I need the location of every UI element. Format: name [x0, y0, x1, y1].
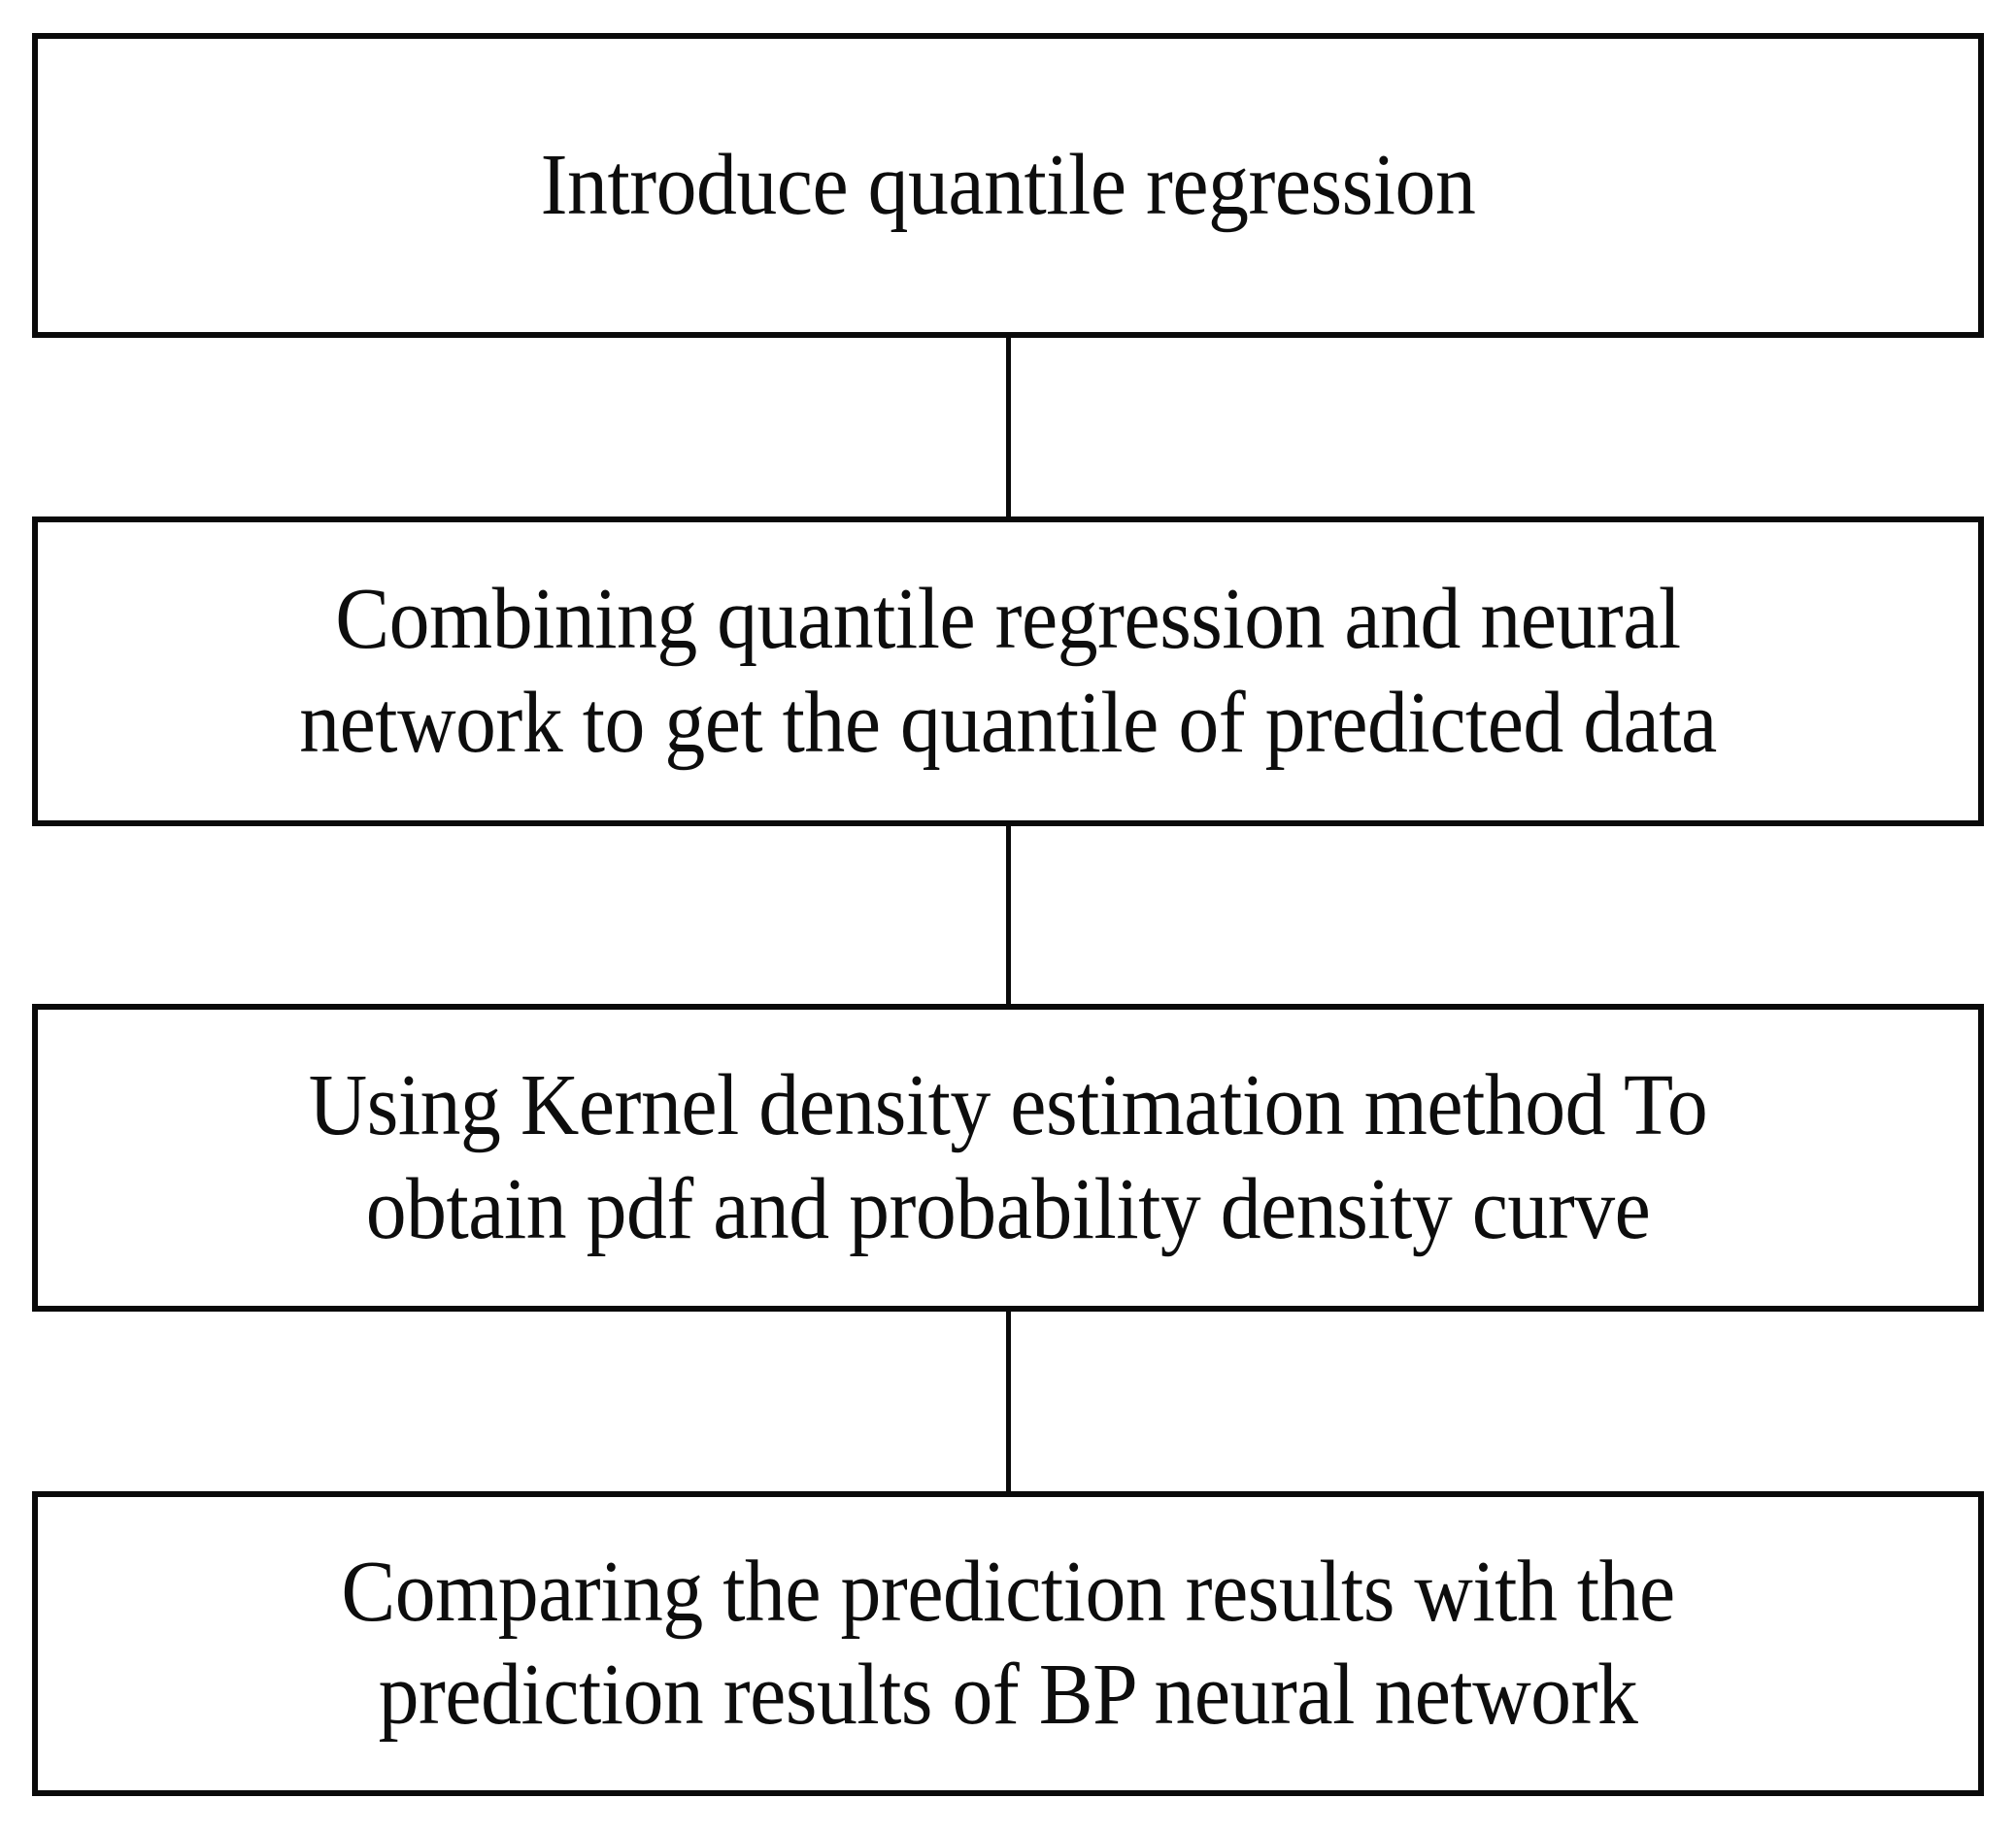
- flowchart-node-step-2: Combining quantile regression and neural…: [32, 516, 1984, 826]
- flowchart-node-label: Introduce quantile regression: [540, 136, 1476, 233]
- flowchart-node-label: Comparing the prediction results with th…: [341, 1543, 1675, 1743]
- flowchart-connector-step-1-to-step-2: [1006, 336, 1011, 520]
- flowchart-node-label: Using Kernel density estimation method T…: [308, 1057, 1708, 1257]
- flowchart-connector-step-3-to-step-4: [1006, 1310, 1011, 1495]
- flowchart-node-step-4: Comparing the prediction results with th…: [32, 1491, 1984, 1796]
- flowchart-node-step-1: Introduce quantile regression: [32, 33, 1984, 338]
- flowchart-connector-step-2-to-step-3: [1006, 824, 1011, 1008]
- flowchart-node-label: Combining quantile regression and neural…: [299, 571, 1717, 771]
- flowchart-node-step-3: Using Kernel density estimation method T…: [32, 1004, 1984, 1312]
